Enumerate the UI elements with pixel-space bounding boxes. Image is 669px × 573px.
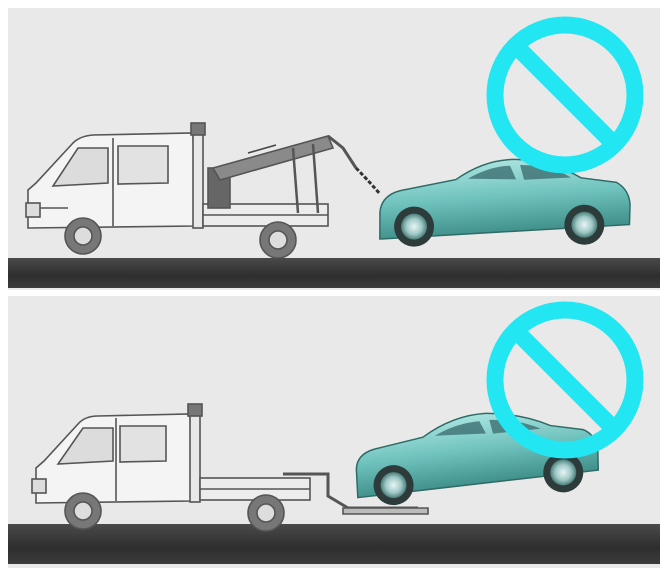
prohibition-icon <box>495 25 635 165</box>
panel-hook-towing-illustration <box>8 8 660 290</box>
panel-wheel-lift-towing-illustration <box>8 296 660 568</box>
panel-wheel-lift-towing <box>8 296 660 568</box>
car-icon <box>349 400 602 517</box>
tow-truck-icon <box>26 123 380 258</box>
panel-hook-towing <box>8 8 660 290</box>
